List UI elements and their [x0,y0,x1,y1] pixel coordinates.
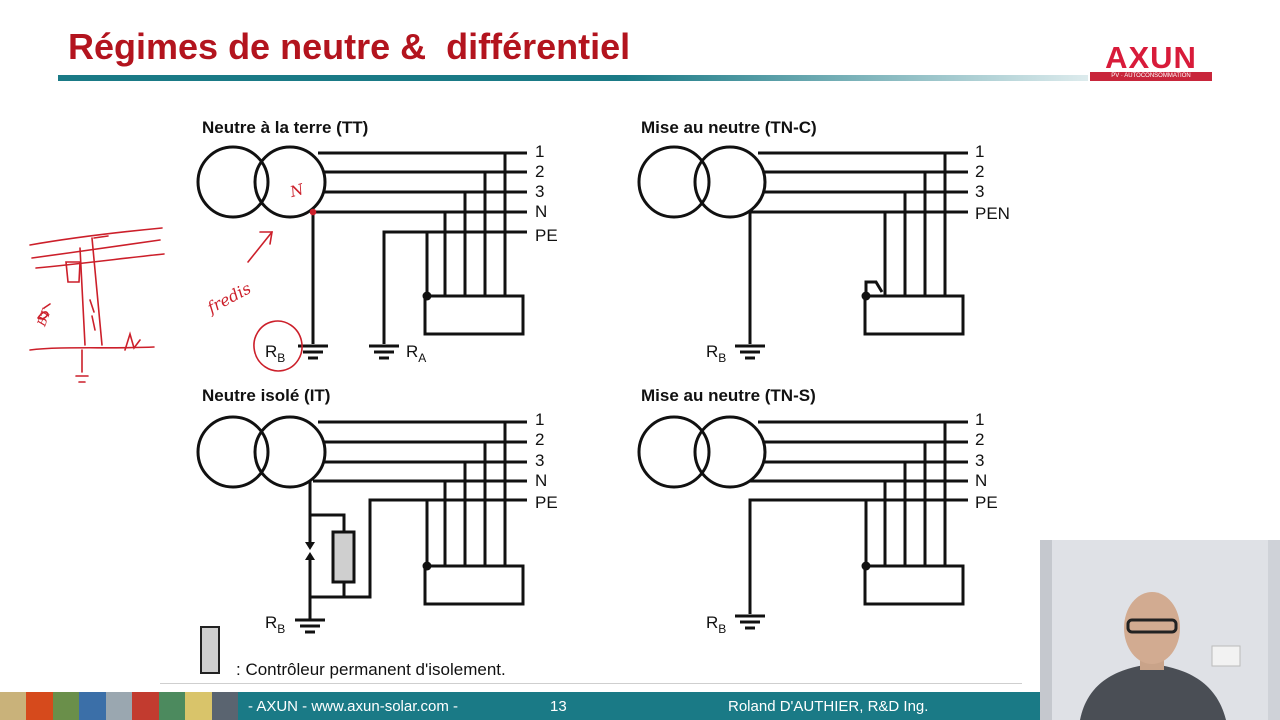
conductors-tnc [748,151,968,344]
label-tns-n: N [975,471,987,490]
footer-photo-strip [0,692,238,720]
annotation-n-mark: N [287,180,306,201]
label-it-2: 2 [535,430,544,449]
transformer-tns [637,415,767,489]
title-underline [58,75,1088,81]
panel-title-it: Neutre isolé (IT) [202,386,330,405]
conductors-it [308,420,527,620]
panel-tt: Neutre à la terre (TT) 1 2 3 N PE RB [196,118,558,365]
footer-divider [160,683,1022,684]
label-tt-ra: RA [406,342,426,365]
label-tns-rb: RB [706,613,726,636]
panel-it: Neutre isolé (IT) 1 2 3 [196,386,558,636]
label-tns-1: 1 [975,410,984,429]
slide-title: Régimes de neutre & différentiel [68,26,631,67]
insulation-monitor [331,530,356,584]
footer-author: Roland D'AUTHIER, R&D Ing. [728,698,929,715]
label-tt-2: 2 [535,162,544,181]
label-it-n: N [535,471,547,490]
label-tnc-1: 1 [975,142,984,161]
footer-page-number: 13 [550,698,567,715]
label-tt-3: 3 [535,182,544,201]
annotation-word: fredis [203,279,254,318]
footer-website: - AXUN - www.axun-solar.com - [248,698,459,715]
transformer-tt [196,145,327,219]
panel-tnc: Mise au neutre (TN-C) 1 2 3 PEN RB [637,118,1010,365]
handwritten-annotations [29,208,317,383]
panel-title-tnc: Mise au neutre (TN-C) [641,118,817,137]
label-tnc-pen: PEN [975,204,1010,223]
legend-text: : Contrôleur permanent d'isolement. [236,660,506,679]
annotation-bt: BT [34,307,54,329]
label-tnc-rb: RB [706,342,726,365]
neutral-systems-diagram: Neutre à la terre (TT) 1 2 3 N PE RB [29,118,1010,636]
label-tnc-3: 3 [975,182,984,201]
transformer-tnc [637,145,767,219]
label-tt-pe: PE [535,226,558,245]
label-it-rb: RB [265,613,285,636]
label-it-3: 3 [535,451,544,470]
label-tt-n: N [535,202,547,221]
logo-wordmark: AXUN [1105,40,1197,75]
utility-pole-sketch [29,227,165,383]
transformer-it [196,415,327,489]
conductors-tns [748,420,968,614]
panel-tns: Mise au neutre (TN-S) 1 2 3 N PE RB [637,386,998,636]
panel-title-tns: Mise au neutre (TN-S) [641,386,816,405]
insulation-monitor-legend-symbol [200,626,220,674]
label-tns-2: 2 [975,430,984,449]
conductors-tt [311,151,527,344]
label-tns-3: 3 [975,451,984,470]
rb-highlight-circle [253,320,303,372]
logo-tagline: PV · AUTOCONSOMMATION [1090,72,1212,81]
axun-logo: AXUN PV · AUTOCONSOMMATION [1088,42,1214,82]
label-tt-rb: RB [265,342,285,365]
label-tnc-2: 2 [975,162,984,181]
webcam-overlay [1040,540,1280,720]
label-it-1: 1 [535,410,544,429]
label-tns-pe: PE [975,493,998,512]
label-tt-1: 1 [535,142,544,161]
panel-title-tt: Neutre à la terre (TT) [202,118,368,137]
presenter-video [1040,540,1280,720]
label-it-pe: PE [535,493,558,512]
annotation-arrow [247,231,273,263]
